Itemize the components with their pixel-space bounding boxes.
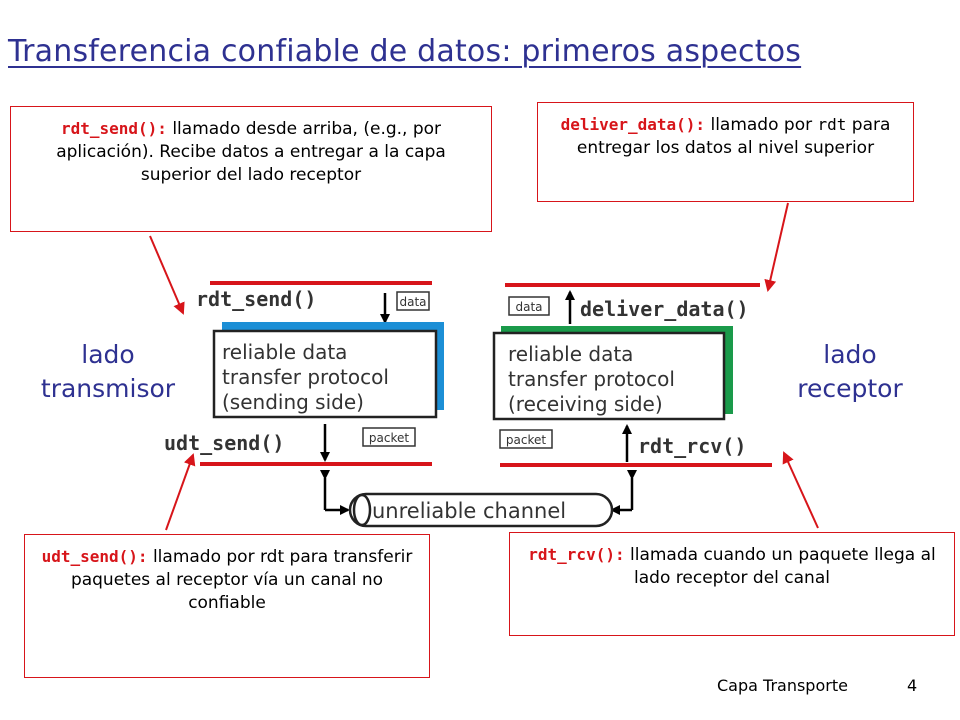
receiver-box-line-2: transfer protocol (508, 367, 675, 391)
page-title: Transferencia confiable de datos: primer… (8, 34, 802, 69)
unreliable-channel-label: unreliable channel (372, 499, 566, 523)
sender-protocol-box (212, 329, 438, 419)
sender-data-label: data (399, 295, 426, 309)
sender-box-line-2: transfer protocol (222, 365, 389, 389)
pointer-arrow-udt-send (165, 453, 196, 531)
receiver-data-label: data (515, 300, 542, 314)
receiver-packet-label: packet (506, 433, 546, 447)
sender-packet-label: packet (369, 431, 409, 445)
rdt-send-label: rdt_send() (196, 287, 316, 311)
footer-page-number: 4 (907, 676, 918, 695)
receiver-box-line-1: reliable data (508, 342, 633, 366)
callout-text: llamado por (705, 115, 818, 135)
callout-function-name: udt_send(): (41, 547, 148, 566)
receiver-packet-tag (499, 429, 553, 449)
sender-packet-tag (362, 427, 416, 447)
pointer-arrow-rdt-rcv (782, 451, 819, 529)
sender-data-tag (396, 291, 430, 311)
unreliable-channel-pipe (348, 492, 614, 528)
sender-box-line-1: reliable data (222, 340, 347, 364)
callout-udt-send: udt_send(): llamado por rdt para transfe… (24, 534, 430, 678)
receiver-box-line-3: (receiving side) (508, 392, 663, 416)
pointer-arrow-rdt-send (149, 235, 185, 315)
callout-function-name: rdt_rcv(): (528, 545, 625, 564)
callout-text: llamado desde arriba, (e.g., por aplicac… (56, 119, 446, 185)
callout-deliver-data: deliver_data(): llamado por rdt para ent… (537, 102, 914, 202)
receiver-data-tag (508, 296, 550, 316)
deliver-data-label: deliver_data() (580, 297, 749, 321)
pointer-arrow-deliver-data (764, 202, 789, 292)
sender-box-line-3: (sending side) (222, 390, 364, 414)
receiver-protocol-box (492, 331, 726, 421)
channel-pipe-end (352, 493, 372, 527)
callout-code: rdt (817, 115, 847, 134)
callout-function-name: deliver_data(): (560, 115, 706, 134)
callout-rdt-send: rdt_send(): llamado desde arriba, (e.g.,… (10, 106, 492, 232)
callout-function-name: rdt_send(): (60, 119, 167, 138)
footer-section-label: Capa Transporte (717, 676, 848, 695)
sender-side-label: lado transmisor (40, 340, 176, 403)
callout-text: para entregar los datos al nivel superio… (576, 115, 891, 158)
callout-text: llamada cuando un paquete llega al lado … (624, 545, 936, 588)
callout-rdt-rcv: rdt_rcv(): llamada cuando un paquete lle… (509, 532, 955, 636)
callout-text: llamado por rdt para transferir paquetes… (70, 547, 413, 613)
udt-send-label: udt_send() (164, 431, 284, 455)
rdt-rcv-label: rdt_rcv() (638, 434, 746, 458)
receiver-side-label: lado receptor (797, 340, 903, 403)
